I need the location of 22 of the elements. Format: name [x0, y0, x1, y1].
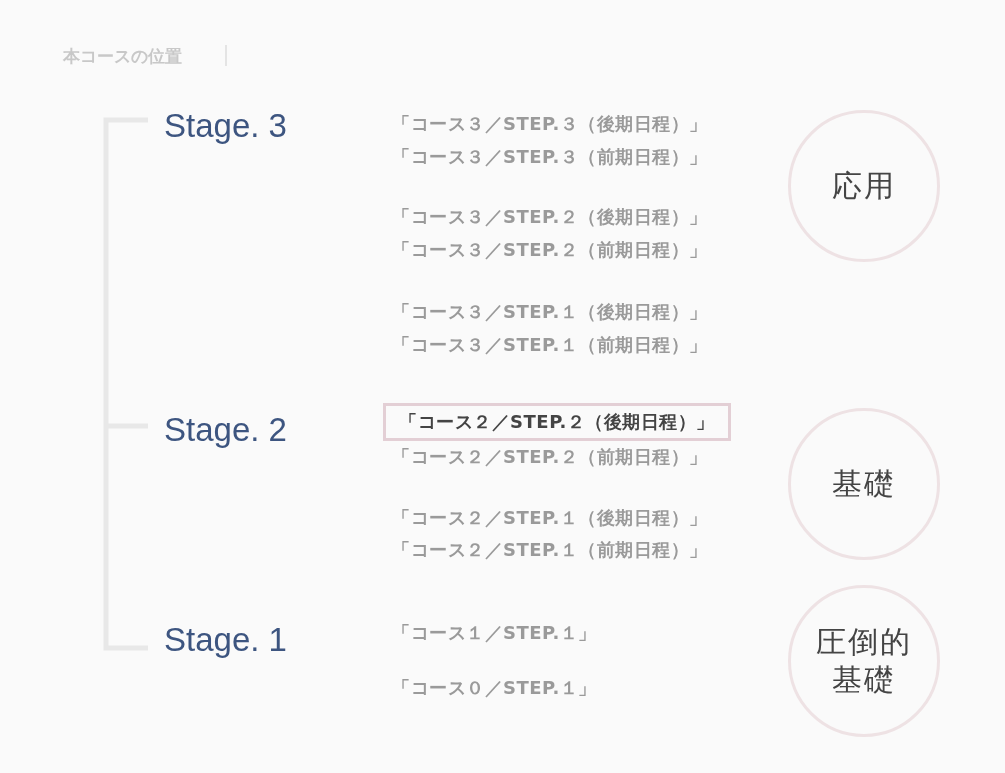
course-label: 「コース３／STEP.１（前期日程）」 — [392, 333, 708, 357]
level-circle — [788, 408, 940, 560]
highlight-box — [383, 403, 731, 441]
course-label: 「コース３／STEP.１（後期日程）」 — [392, 300, 708, 324]
level-label: 圧倒的基礎 — [816, 623, 912, 699]
level-label: 基礎 — [831, 465, 897, 503]
course-label: 「コース２／STEP.２（後期日程）」 — [399, 410, 715, 434]
course-label: 「コース０／STEP.１」 — [392, 676, 597, 700]
level-label: 応用 — [831, 167, 897, 205]
course-label: 「コース３／STEP.２（前期日程）」 — [392, 238, 708, 262]
course-label: 「コース２／STEP.１（前期日程）」 — [392, 538, 708, 562]
level-circle — [788, 585, 940, 737]
course-label: 「コース３／STEP.３（後期日程）」 — [392, 112, 708, 136]
course-label: 「コース３／STEP.２（後期日程）」 — [392, 205, 708, 229]
course-label: 「コース２／STEP.１（後期日程）」 — [392, 506, 708, 530]
course-label: 「コース２／STEP.２（前期日程）」 — [392, 445, 708, 469]
stage-label: Stage. 3 — [164, 106, 287, 146]
stage-label: Stage. 1 — [164, 620, 287, 660]
stage-label: Stage. 2 — [164, 410, 287, 450]
level-circle — [788, 110, 940, 262]
course-label: 「コース１／STEP.１」 — [392, 621, 597, 645]
course-label: 「コース３／STEP.３（前期日程）」 — [392, 145, 708, 169]
